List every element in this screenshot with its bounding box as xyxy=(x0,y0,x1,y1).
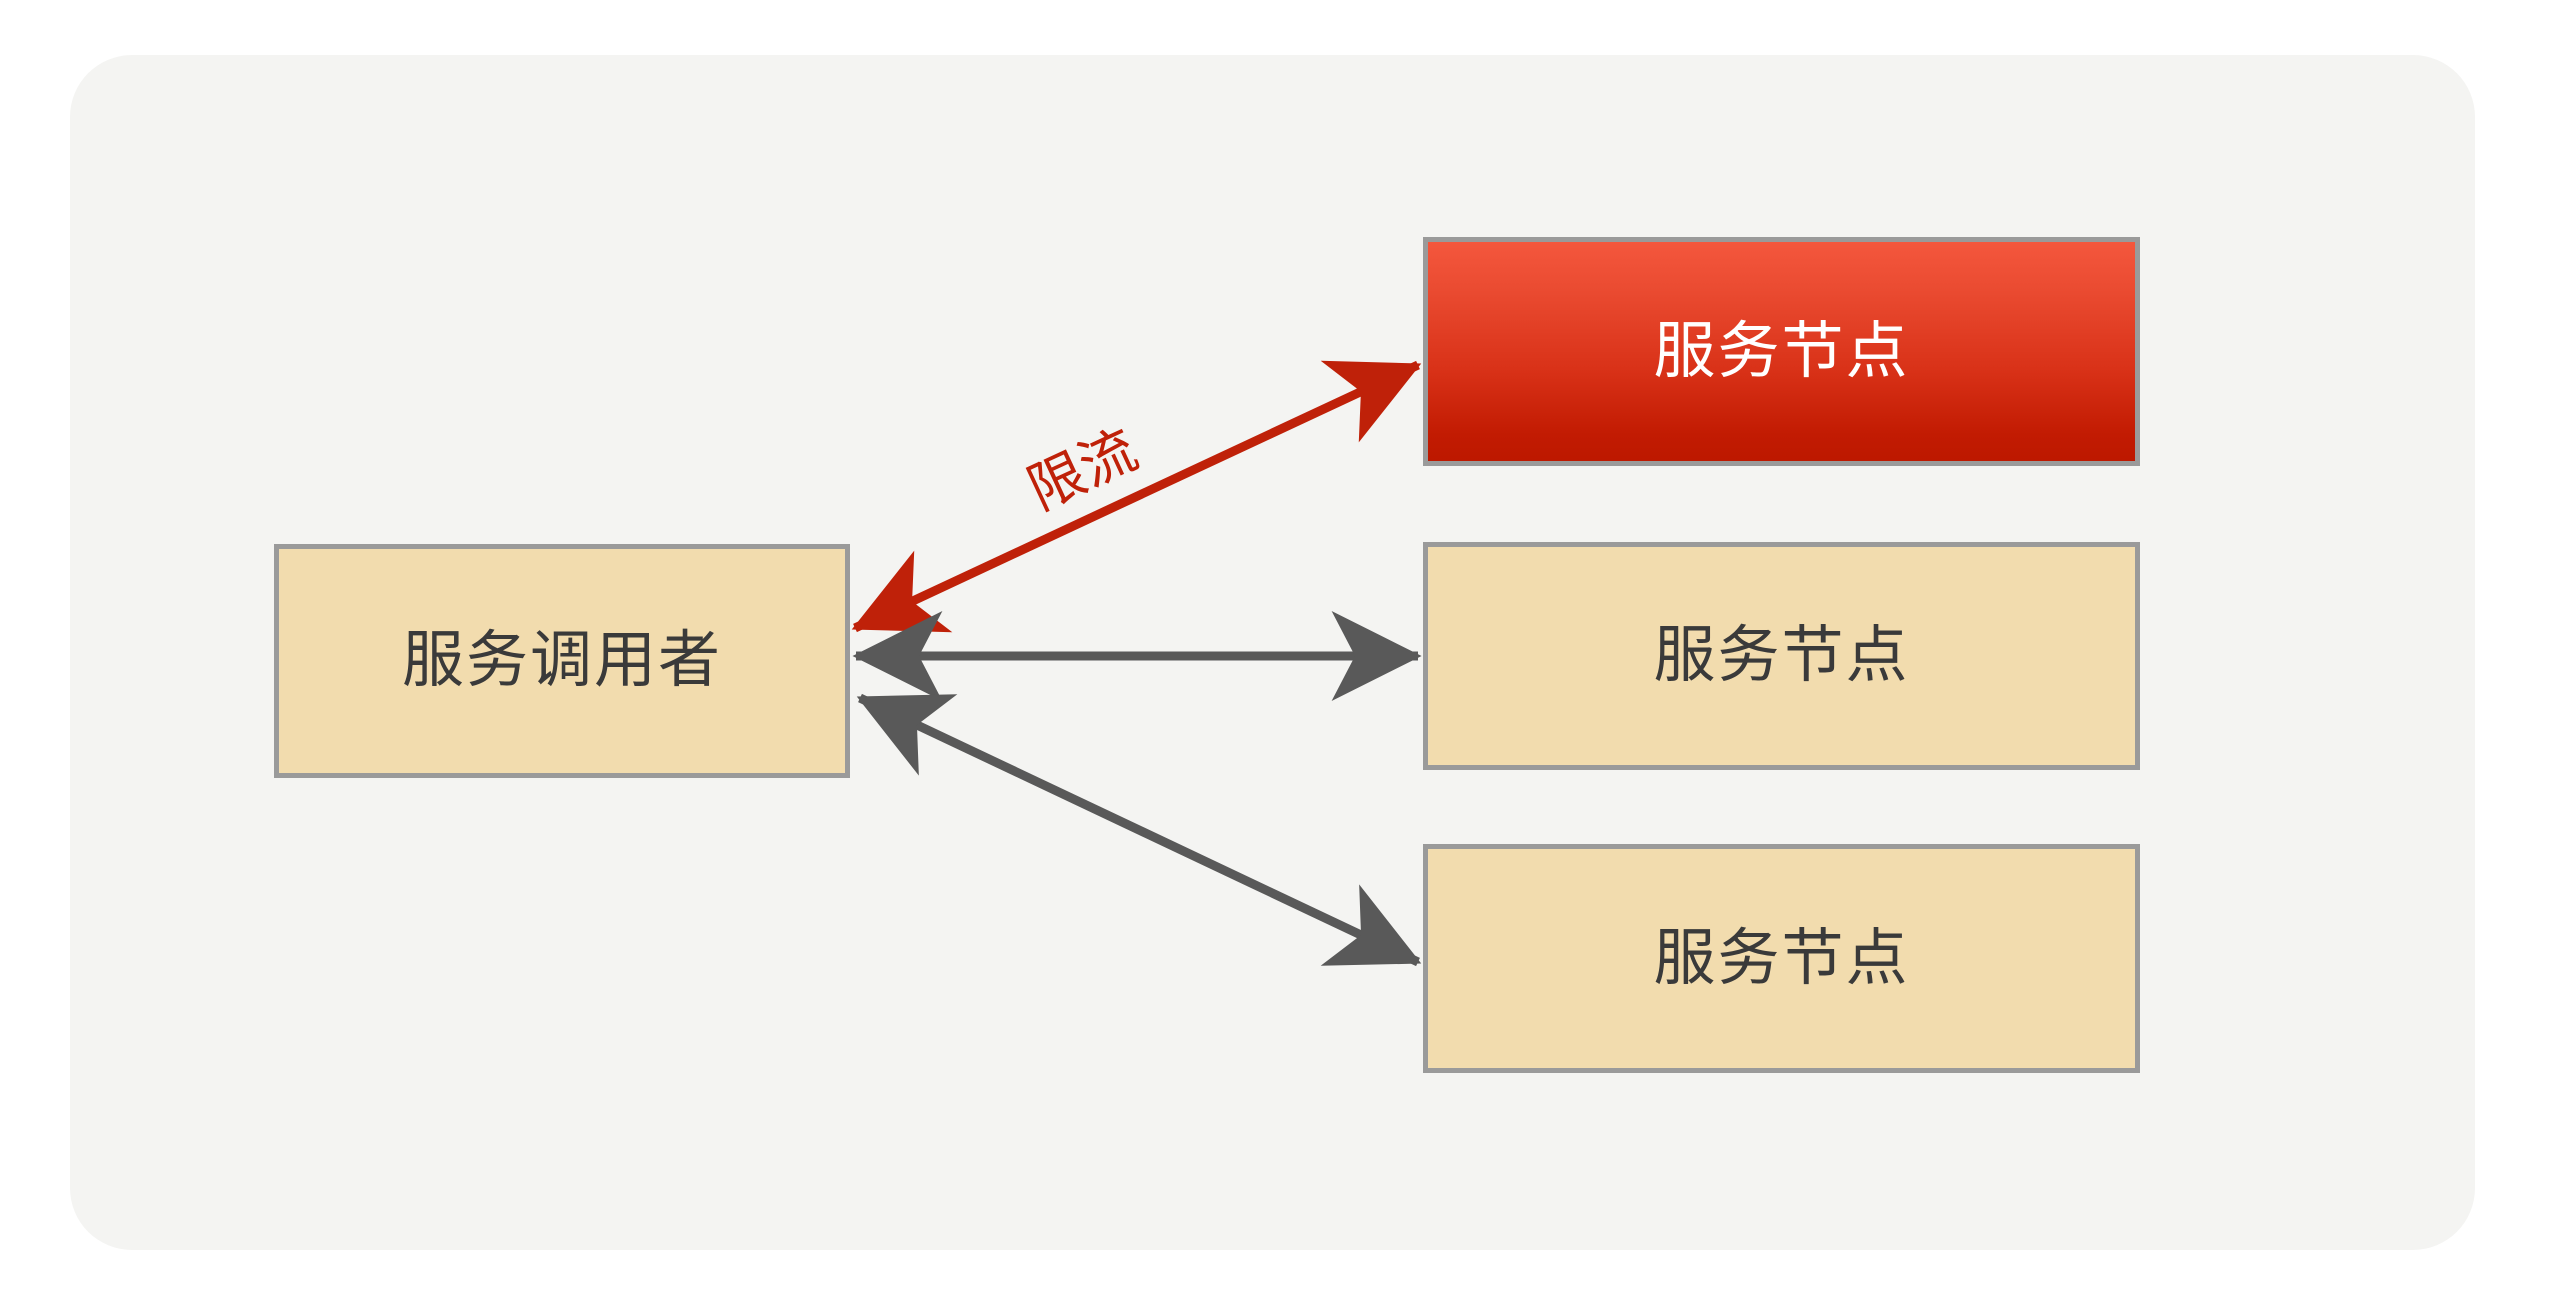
node-service-node-2-label: 服务节点 xyxy=(1653,621,1910,690)
node-service-node-2[interactable]: 服务节点 xyxy=(1423,542,2140,770)
node-service-caller-label: 服务调用者 xyxy=(401,626,722,695)
node-service-node-3-label: 服务节点 xyxy=(1653,923,1910,993)
node-service-caller[interactable]: 服务调用者 xyxy=(274,544,850,778)
node-service-node-1-label: 服务节点 xyxy=(1653,316,1910,386)
node-service-node-1[interactable]: 服务节点 xyxy=(1423,237,2140,466)
node-service-node-3[interactable]: 服务节点 xyxy=(1423,844,2140,1073)
